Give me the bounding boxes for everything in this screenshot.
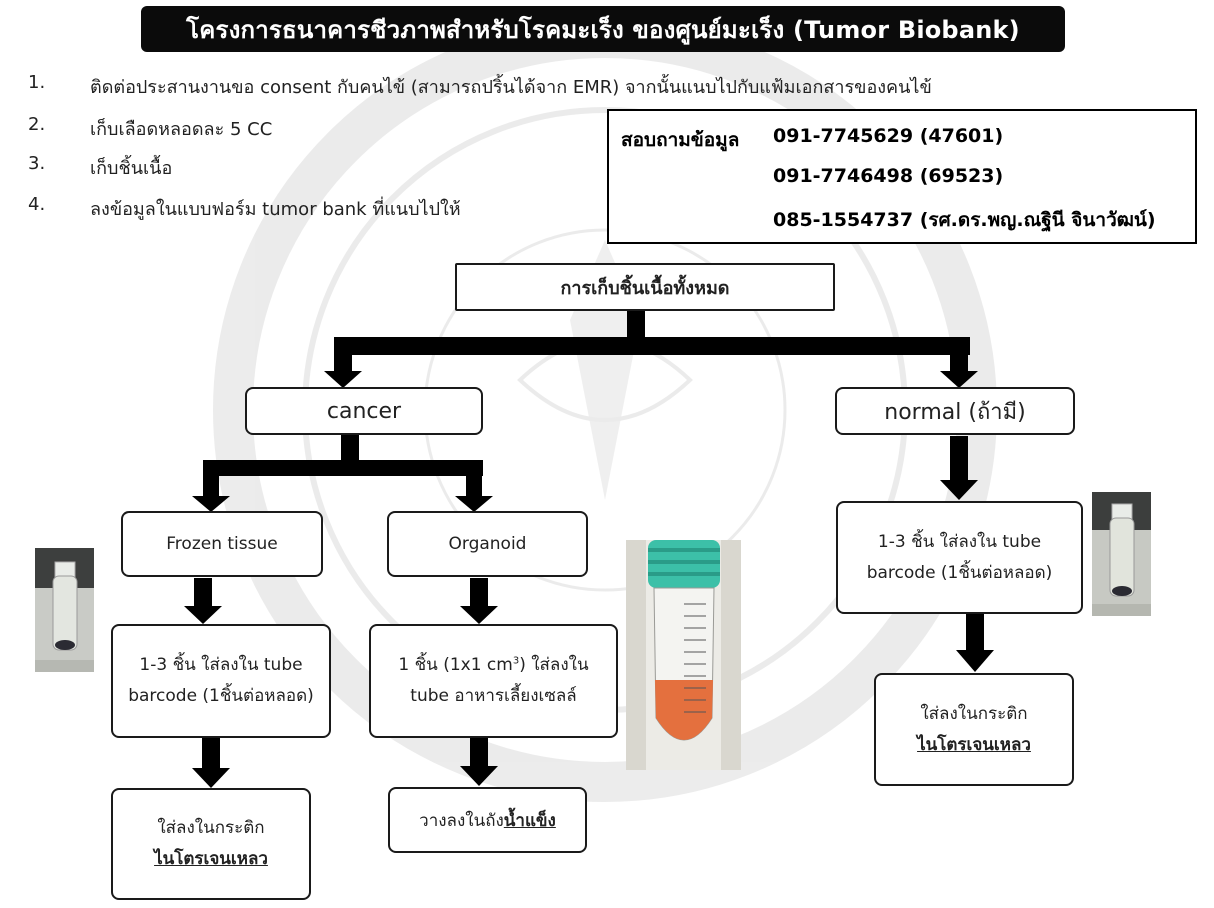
organoid-storage-text: วางลงในถังน้ำแข็ง: [419, 807, 556, 834]
organoid-storage-line-1: วางลงในถัง: [419, 810, 504, 831]
frozen-storage-line-1: ใส่ลงในกระติก: [157, 818, 265, 839]
cryotube-photo-left: [35, 548, 94, 672]
contact-label: สอบถามข้อมูล: [621, 129, 740, 151]
frozen-storage-text: ใส่ลงในกระติก ไนโตรเจนเหลว: [154, 813, 268, 874]
normal-storage-text: ใส่ลงในกระติก ไนโตรเจนเหลว: [917, 699, 1031, 760]
organoid-storage-line-2: น้ำแข็ง: [503, 810, 556, 831]
frozen-tissue-label: Frozen tissue: [166, 534, 278, 554]
step-1-number: 1.: [28, 72, 46, 93]
contact-phone-2: 091-7746498 (69523): [773, 165, 1004, 187]
normal-box: normal (ถ้ามี): [835, 387, 1075, 435]
contact-phone-1: 091-7745629 (47601): [773, 125, 1004, 147]
root-label: การเก็บชิ้นเนื้อทั้งหมด: [560, 277, 730, 299]
normal-storage-line-1: ใส่ลงในกระติก: [920, 703, 1028, 724]
normal-storage-line-2: ไนโตรเจนเหลว: [917, 734, 1031, 755]
arrow-to-cancer: [324, 371, 362, 388]
arrow-to-organoid: [455, 496, 493, 512]
conical-tube-photo: [626, 540, 741, 770]
normal-storage-box: ใส่ลงในกระติก ไนโตรเจนเหลว: [874, 673, 1074, 786]
normal-label: normal (ถ้ามี): [884, 399, 1026, 425]
arrow-frozen-tube: [184, 606, 222, 624]
frozen-tissue-box: Frozen tissue: [121, 511, 323, 577]
step-3-number: 3.: [28, 153, 46, 174]
frozen-storage-line-2: ไนโตรเจนเหลว: [154, 849, 268, 869]
root-box: การเก็บชิ้นเนื้อทั้งหมด: [455, 263, 835, 311]
step-2-number: 2.: [28, 114, 46, 135]
step-1-text: ติดต่อประสานงานขอ consent กับคนไข้ (สามา…: [90, 77, 932, 98]
organoid-tube-box: 1 ชิ้น (1x1 cm3) ใส่ลงใน tube อาหารเลี้ย…: [369, 624, 618, 738]
organoid-box: Organoid: [387, 511, 588, 577]
page-title: โครงการธนาคารชีวภาพสำหรับโรคมะเร็ง ของศู…: [141, 6, 1065, 52]
organoid-tube-text-b: ) ใส่ลงใน tube อาหารเลี้ยงเซลล์: [410, 655, 589, 706]
contact-box: สอบถามข้อมูล 091-7745629 (47601) 091-774…: [607, 109, 1197, 244]
step-2-text: เก็บเลือดหลอดละ 5 CC: [90, 119, 273, 140]
arrow-normal-store: [956, 650, 994, 672]
contact-phone-3: 085-1554737 (รศ.ดร.พญ.ณฐินี จินาวัฒน์): [773, 209, 1156, 231]
cryotube-photo-right: [1092, 492, 1151, 616]
normal-tube-text: 1-3 ชิ้น ใส่ลงใน tube barcode (1ชิ้นต่อห…: [866, 531, 1053, 583]
organoid-tube-text: 1 ชิ้น (1x1 cm3) ใส่ลงใน tube อาหารเลี้ย…: [381, 650, 606, 711]
organoid-tube-text-a: 1 ชิ้น (1x1 cm: [398, 655, 513, 676]
cancer-box: cancer: [245, 387, 483, 435]
frozen-tube-box: 1-3 ชิ้น ใส่ลงใน tube barcode (1ชิ้นต่อห…: [111, 624, 331, 738]
normal-tube-box: 1-3 ชิ้น ใส่ลงใน tube barcode (1ชิ้นต่อห…: [836, 501, 1083, 614]
arrow-to-normal: [940, 371, 978, 388]
step-3-text: เก็บชิ้นเนื้อ: [90, 158, 173, 179]
frozen-tube-text: 1-3 ชิ้น ใส่ลงใน tube barcode (1ชิ้นต่อห…: [128, 655, 314, 706]
arrow-organoid-tube: [460, 606, 498, 624]
step-4-number: 4.: [28, 194, 46, 215]
organoid-label: Organoid: [448, 534, 527, 554]
arrow-normal-tube: [940, 480, 978, 500]
arrow-organoid-store: [460, 766, 498, 786]
organoid-tube-superscript: 3: [512, 655, 520, 667]
frozen-storage-box: ใส่ลงในกระติก ไนโตรเจนเหลว: [111, 788, 311, 900]
cancer-label: cancer: [326, 398, 402, 424]
arrow-to-frozen: [192, 496, 230, 512]
step-4-text: ลงข้อมูลในแบบฟอร์ม tumor bank ที่แนบไปให…: [90, 199, 461, 220]
organoid-storage-box: วางลงในถังน้ำแข็ง: [388, 787, 587, 853]
arrow-frozen-store: [192, 768, 230, 788]
